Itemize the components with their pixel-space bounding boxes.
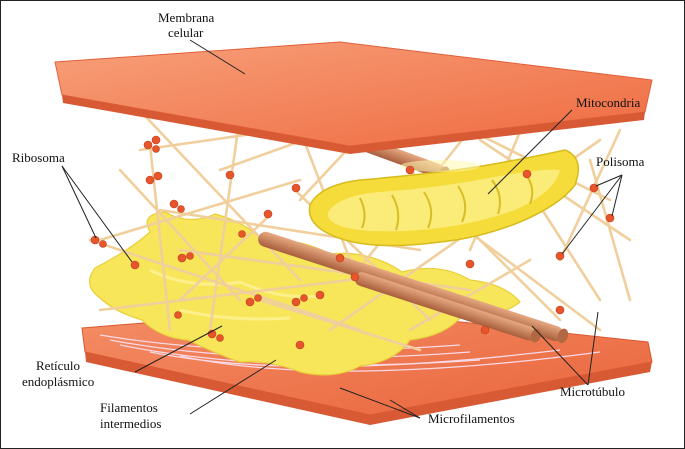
label-mitocondria: Mitocondria — [576, 95, 640, 110]
label-ribosoma: Ribosoma — [12, 150, 65, 165]
label-membrana-line1: Membrana — [158, 10, 215, 25]
label-reticulo-line1: Retículo — [36, 358, 80, 373]
label-polisoma: Polisoma — [596, 154, 645, 169]
label-filamentos-line2: intermedios — [100, 416, 161, 431]
top-cell-membrane — [54, 41, 653, 154]
label-membrana-line2: celular — [168, 25, 204, 40]
label-microtubulo: Microtúbulo — [560, 384, 625, 399]
label-reticulo-line2: endoplásmico — [22, 374, 94, 389]
label-filamentos-line1: Filamentos — [100, 400, 158, 415]
leader-lines — [61, 39, 623, 419]
label-microfilamentos: Microfilamentos — [428, 411, 515, 426]
mitochondrion — [308, 149, 580, 247]
